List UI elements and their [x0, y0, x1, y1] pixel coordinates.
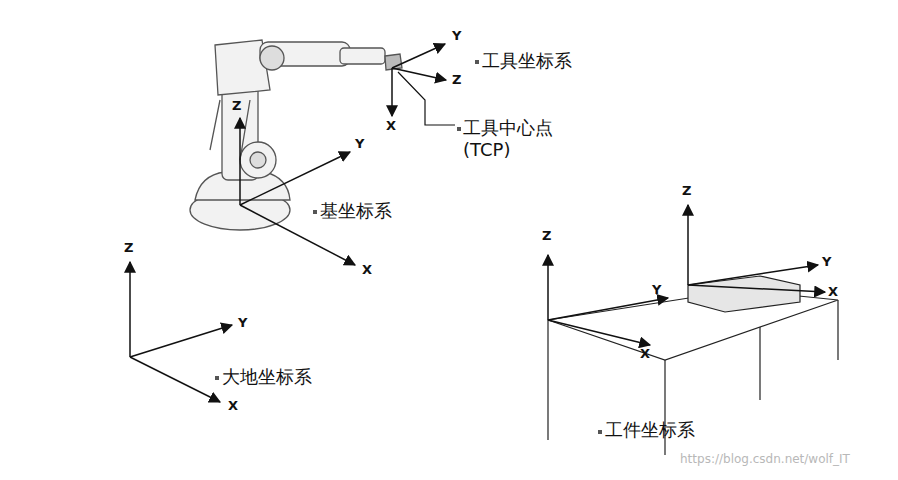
axis-label: Y [652, 282, 661, 298]
frame-name: 大地坐标系 [222, 366, 312, 388]
watermark: https://blog.csdn.net/wolf_IT [680, 452, 850, 466]
axis-label: Z [542, 228, 551, 244]
axis-label: Z [232, 98, 241, 114]
axis-label: Z [682, 183, 691, 199]
axis-label: X [386, 118, 396, 134]
bullets [215, 60, 602, 434]
callout-text: 工具中心点 (TCP) [463, 117, 563, 160]
axes [130, 44, 838, 455]
frame-name: 工具坐标系 [482, 50, 572, 72]
axis-label: Y [238, 315, 247, 331]
axis-label: X [640, 346, 650, 362]
axis-label: Y [822, 254, 831, 270]
axis-label: X [828, 284, 838, 300]
axis-label: X [362, 262, 372, 278]
robot [190, 40, 402, 230]
axis-label: Z [124, 240, 133, 256]
axis-label: Y [355, 136, 364, 152]
axis-label: X [228, 398, 238, 414]
frame-name: 工件坐标系 [605, 419, 695, 441]
frame-name: 基坐标系 [320, 200, 392, 222]
axis-label: Z [452, 72, 461, 88]
axis-label: Y [452, 28, 461, 44]
